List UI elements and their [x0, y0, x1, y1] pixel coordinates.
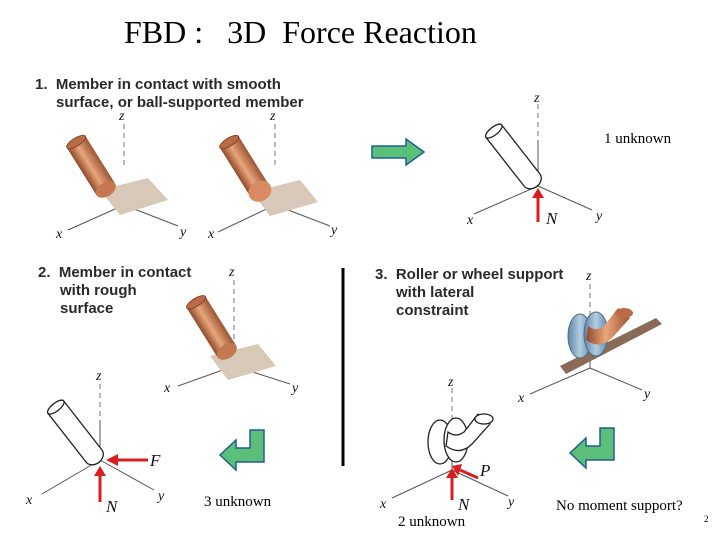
p2-x-label: x	[163, 381, 171, 396]
caption-3-unknown: 3 unknown	[204, 494, 272, 510]
panel3-fbd: P N x y z	[379, 375, 515, 514]
p2-z-label: z	[228, 265, 235, 280]
arrow-down-left-icon-2	[568, 427, 615, 470]
arrow-down-left-icon	[218, 429, 265, 472]
p1b-x-label: x	[207, 227, 215, 242]
p3-y-label: y	[642, 387, 651, 402]
panel3-wheel-support: x y z	[517, 269, 662, 406]
slide-title: FBD : 3D Force Reaction	[124, 14, 477, 50]
caption-1-unknown: 1 unknown	[604, 131, 672, 147]
p3-fbd-y-label: y	[506, 495, 515, 510]
moment-support-note: No moment support?	[556, 498, 683, 514]
panel1-fbd: N x y z	[466, 91, 603, 228]
p2-fbd-y-label: y	[156, 489, 165, 504]
panel2-fbd: F N x y z	[25, 369, 165, 516]
p2-y-label: y	[290, 381, 299, 396]
panel3-label-line1: 3. Roller or wheel support	[375, 266, 564, 283]
panel1-member-a: x y z	[55, 109, 187, 242]
p3-normal-label: N	[457, 495, 471, 514]
p1-fbd-y-label: y	[594, 209, 603, 224]
p1b-z-label: z	[269, 109, 276, 124]
panel2-member: x y z	[163, 265, 299, 396]
p3-z-label: z	[585, 269, 592, 284]
p1a-y-label: y	[178, 225, 187, 240]
p2-friction-label: F	[149, 451, 161, 470]
p1-fbd-x-label: x	[466, 213, 474, 228]
panel2-label-line2: with rough	[60, 282, 137, 299]
panel1-member-b: x y z	[207, 109, 338, 242]
p1a-z-label: z	[118, 109, 125, 124]
panel1-label-line1: 1. Member in contact with smooth	[35, 76, 281, 93]
p2-fbd-z-label: z	[95, 369, 102, 384]
p2-fbd-x-label: x	[25, 493, 33, 508]
arrow-right-icon	[371, 137, 426, 167]
panel3-label-line3: constraint	[396, 302, 469, 319]
p1-normal-label: N	[545, 209, 559, 228]
p1-fbd-z-label: z	[533, 91, 540, 106]
panel3-label-line2: with lateral	[396, 284, 475, 301]
p3-fbd-z-label: z	[447, 375, 454, 390]
panel2-label-line1: 2. Member in contact	[38, 264, 192, 281]
p3-lateral-label: P	[479, 461, 490, 480]
p3-x-label: x	[517, 391, 525, 406]
p3-fbd-x-label: x	[379, 497, 387, 512]
p2-normal-label: N	[105, 497, 119, 516]
panel1-label-line2: surface, or ball-supported member	[56, 94, 304, 111]
panel2-label-line3: surface	[60, 300, 114, 317]
p1b-y-label: y	[329, 223, 338, 238]
page-number: 2	[704, 514, 709, 524]
p1a-x-label: x	[55, 227, 63, 242]
caption-2-unknown: 2 unknown	[398, 514, 466, 530]
